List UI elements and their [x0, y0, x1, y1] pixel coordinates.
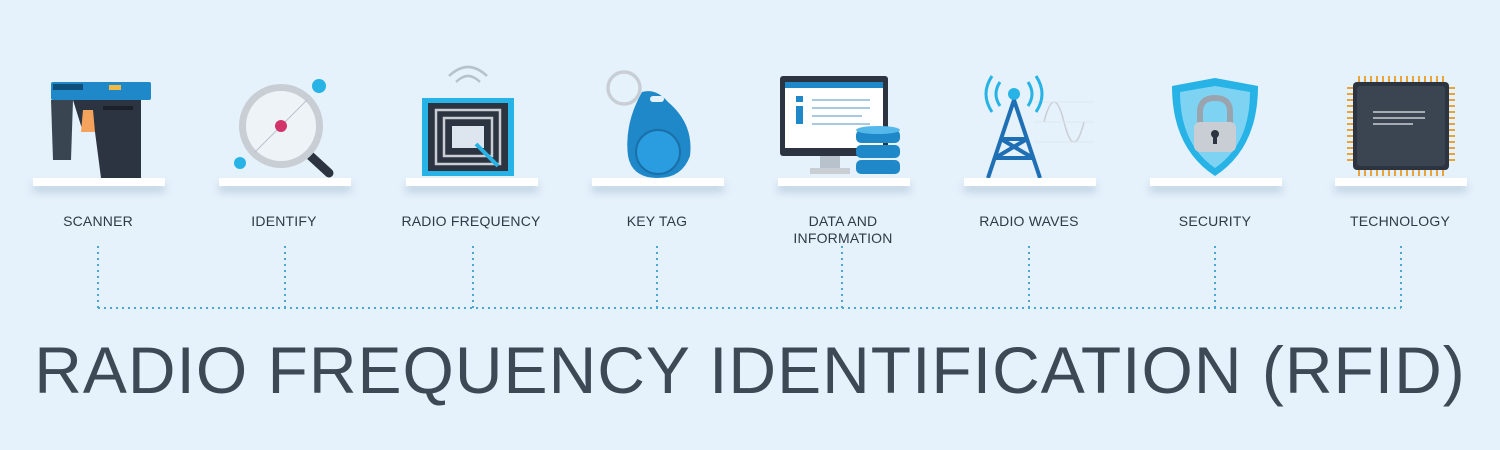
shelf	[33, 178, 165, 186]
scanner-icon	[51, 82, 151, 178]
radio-tower-icon	[984, 75, 1094, 179]
item-technology: TECHNOLOGY	[1315, 0, 1485, 250]
shelf	[592, 178, 724, 186]
item-security: SECURITY	[1130, 0, 1300, 250]
item-scanner: SCANNER	[13, 0, 183, 250]
item-key-tag: KEY TAG	[572, 0, 742, 250]
shelf	[1150, 178, 1282, 186]
item-data-and-information: DATA AND INFORMATION	[758, 0, 928, 250]
item-label: RADIO FREQUENCY	[401, 213, 541, 229]
item-radio-frequency: RADIO FREQUENCY	[386, 0, 556, 250]
item-label: KEY TAG	[626, 213, 688, 229]
microchip-icon	[1347, 76, 1455, 176]
shelf	[1335, 178, 1467, 186]
item-label: DATA AND INFORMATION	[793, 213, 893, 246]
page-title: RADIO FREQUENCY IDENTIFICATION (RFID)	[34, 333, 1466, 407]
shelf	[219, 178, 351, 186]
item-label: SECURITY	[1178, 213, 1252, 229]
item-label: RADIO WAVES	[979, 213, 1079, 229]
item-label: SCANNER	[63, 213, 133, 229]
rfid-chip-icon	[422, 65, 514, 176]
key-tag-icon	[606, 70, 691, 178]
shield-lock-icon	[1172, 78, 1258, 176]
item-identify: IDENTIFY	[199, 0, 369, 250]
shelf	[964, 178, 1096, 186]
shelf	[406, 178, 538, 186]
item-radio-waves: RADIO WAVES	[944, 0, 1114, 250]
shelf	[778, 178, 910, 186]
monitor-database-icon	[780, 76, 900, 174]
magnifier-icon	[234, 79, 334, 178]
item-label: IDENTIFY	[251, 213, 317, 229]
item-label: TECHNOLOGY	[1349, 213, 1450, 229]
